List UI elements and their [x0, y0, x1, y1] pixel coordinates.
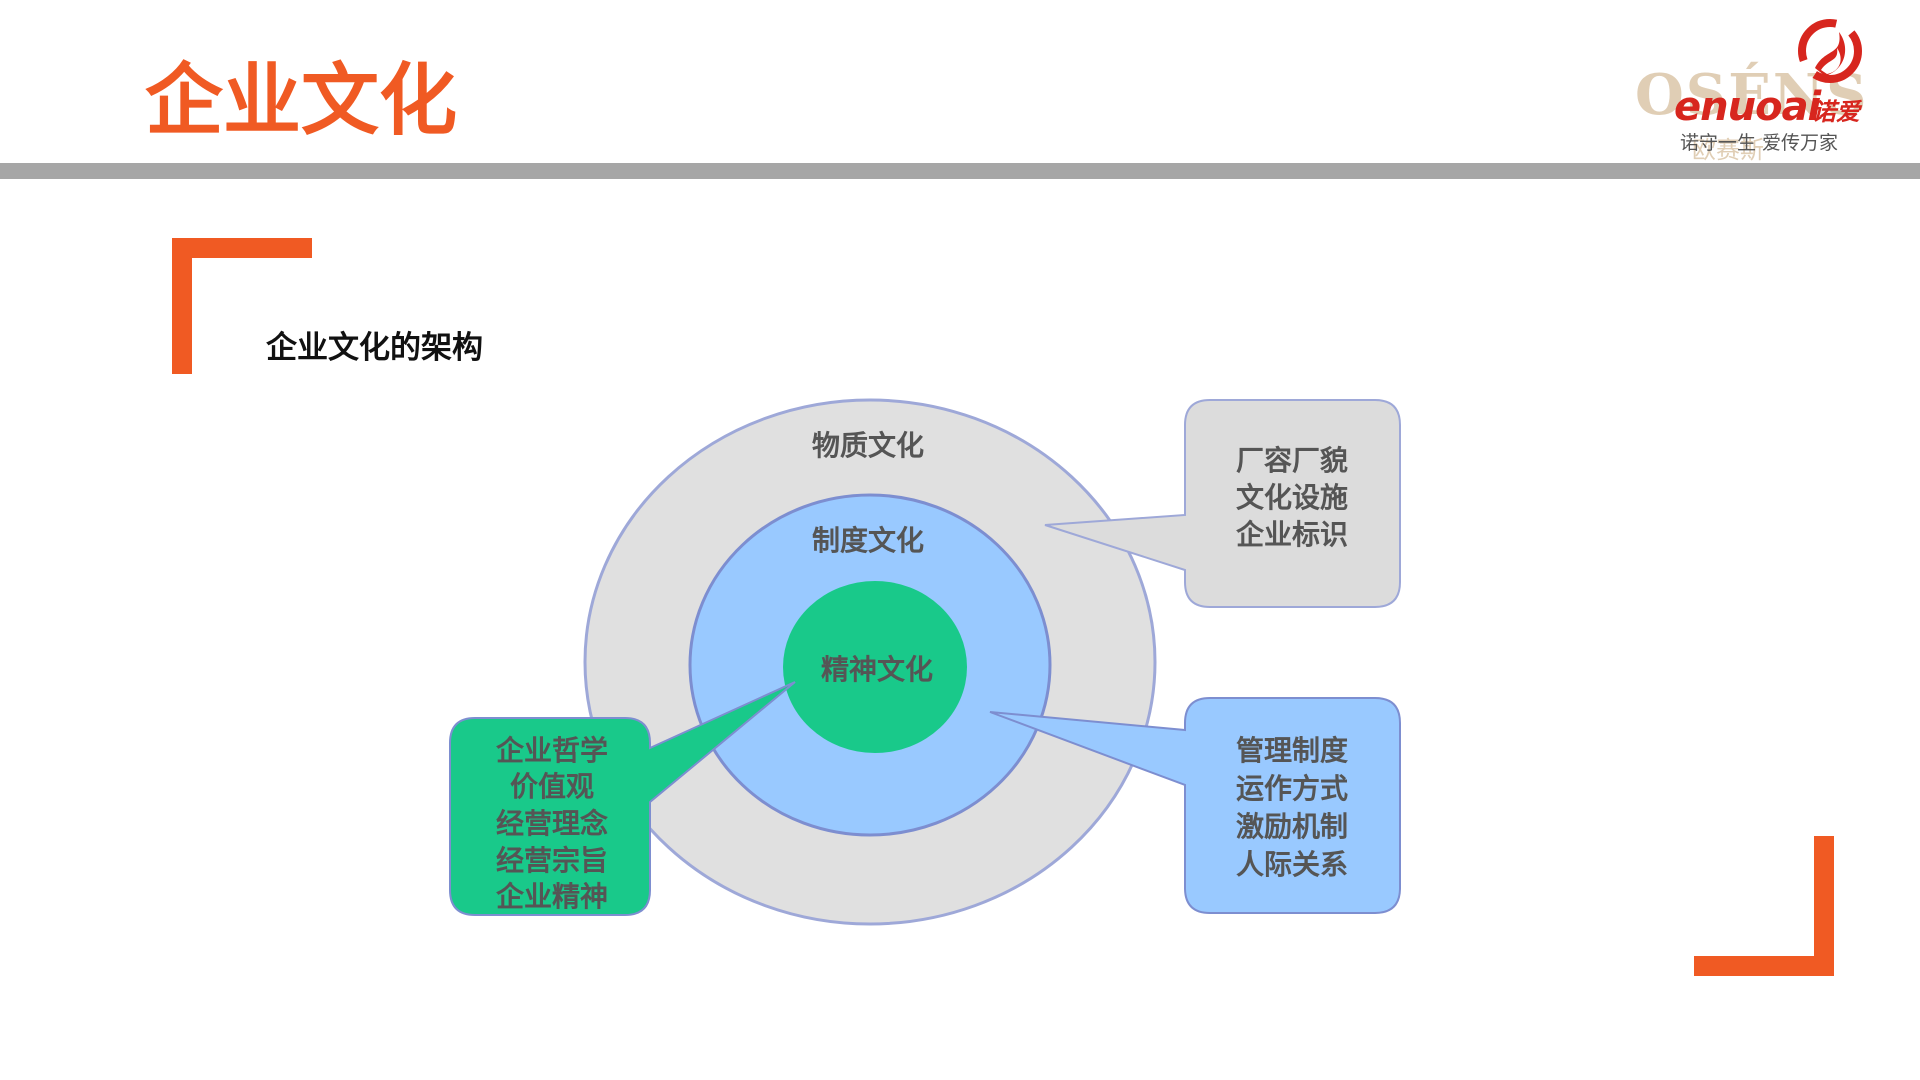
middle-ring-label: 制度文化 — [812, 524, 924, 557]
callout-institution-text: 管理制度 运作方式 激励机制 人际关系 — [1236, 734, 1348, 881]
header-divider — [0, 163, 1920, 179]
corner-bracket-top-left — [172, 238, 312, 374]
callout-institution-culture — [989, 697, 1401, 914]
callout-institution-line-1: 管理制度 — [1236, 734, 1348, 767]
callout-institution-line-2: 运作方式 — [1236, 772, 1348, 805]
corner-bracket-bottom-right — [1694, 836, 1834, 976]
core-label: 精神文化 — [821, 653, 933, 686]
outer-ring-label: 物质文化 — [812, 429, 924, 462]
section-subtitle: 企业文化的架构 — [266, 330, 483, 366]
page-title: 企业文化 — [145, 56, 458, 146]
callout-material-line-3: 企业标识 — [1236, 518, 1348, 551]
logo-brand: enuoai — [1674, 84, 1821, 130]
callout-spirit-text: 企业哲学 价值观 经营理念 经营宗旨 企业精神 — [496, 734, 608, 913]
callout-material-text: 厂容厂貌 文化设施 企业标识 — [1236, 444, 1348, 551]
callout-spirit-line-2: 价值观 — [510, 770, 594, 803]
callout-spirit-line-1: 企业哲学 — [496, 734, 608, 767]
logo-watermark-cn: 欧赛斯 — [1692, 136, 1764, 164]
logo-brand-cn: 诺爱 — [1812, 98, 1860, 126]
flame-logo-icon — [1798, 19, 1862, 83]
company-logo: OSÉNS 欧赛斯 enuoai 诺爱 诺守一生 爱传万家 — [1630, 18, 1900, 164]
callout-material-culture — [1044, 399, 1401, 608]
culture-structure-diagram: 物质文化 制度文化 精神文化 厂容厂貌 文化设施 企业标识 管理制度 运作方式 … — [449, 398, 1401, 926]
callout-spirit-line-4: 经营宗旨 — [496, 844, 608, 877]
core-circle — [783, 581, 967, 753]
callout-spirit-culture — [449, 681, 796, 916]
callout-institution-line-4: 人际关系 — [1236, 848, 1348, 881]
logo-slogan: 诺守一生 爱传万家 — [1680, 132, 1839, 154]
callout-material-line-2: 文化设施 — [1236, 481, 1348, 514]
callout-spirit-line-5: 企业精神 — [496, 880, 608, 913]
callout-institution-line-3: 激励机制 — [1236, 810, 1348, 843]
callout-material-line-1: 厂容厂貌 — [1236, 444, 1348, 477]
callout-spirit-line-3: 经营理念 — [496, 807, 608, 840]
